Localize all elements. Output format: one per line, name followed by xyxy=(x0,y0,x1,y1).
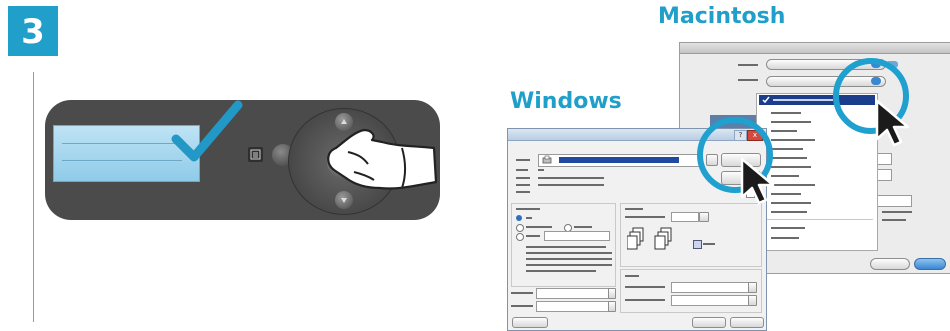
printer-icon xyxy=(542,155,552,165)
collate-checkbox[interactable] xyxy=(693,240,702,249)
checkmark-small-icon xyxy=(761,95,771,105)
scale-select[interactable] xyxy=(671,295,749,306)
cancel-dialog-button[interactable] xyxy=(730,317,764,328)
mac-field-2[interactable] xyxy=(876,169,892,181)
print-what-select[interactable] xyxy=(536,288,610,299)
check-icon xyxy=(168,97,243,167)
copies-input[interactable] xyxy=(671,212,699,222)
printer-name-field[interactable] xyxy=(538,154,702,167)
print-select[interactable] xyxy=(536,301,610,312)
windows-label: Windows xyxy=(510,89,622,114)
pages-input[interactable] xyxy=(544,231,610,241)
menu-icon xyxy=(248,147,263,162)
copies-group xyxy=(620,203,762,267)
scale-arrow[interactable] xyxy=(748,295,757,306)
page-range-group xyxy=(511,203,616,287)
hand-pointer-icon xyxy=(318,118,443,198)
divider-line xyxy=(33,72,34,322)
copies-spinner[interactable] xyxy=(699,212,709,222)
step-number-badge: 3 xyxy=(8,6,58,56)
ok-dialog-button[interactable] xyxy=(692,317,726,328)
menu-button[interactable] xyxy=(248,147,263,162)
pages-per-sheet-select[interactable] xyxy=(671,282,749,293)
mac-print-button[interactable] xyxy=(914,258,946,270)
zoom-group xyxy=(620,269,762,313)
mac-cursor-icon xyxy=(873,97,913,149)
pages-radio[interactable] xyxy=(516,233,524,241)
macintosh-label: Macintosh xyxy=(658,4,785,29)
mac-field-1[interactable] xyxy=(876,153,892,165)
selection-radio[interactable] xyxy=(516,224,524,232)
print-what-arrow[interactable] xyxy=(608,288,616,299)
pages-per-sheet-arrow[interactable] xyxy=(748,282,757,293)
mac-title-bar xyxy=(680,43,950,54)
options-button[interactable] xyxy=(512,317,548,328)
windows-cursor-icon xyxy=(738,155,778,207)
mac-cancel-button[interactable] xyxy=(870,258,910,270)
collate-pages-icon xyxy=(627,226,687,252)
print-select-arrow[interactable] xyxy=(608,301,616,312)
all-pages-radio[interactable] xyxy=(516,215,522,221)
